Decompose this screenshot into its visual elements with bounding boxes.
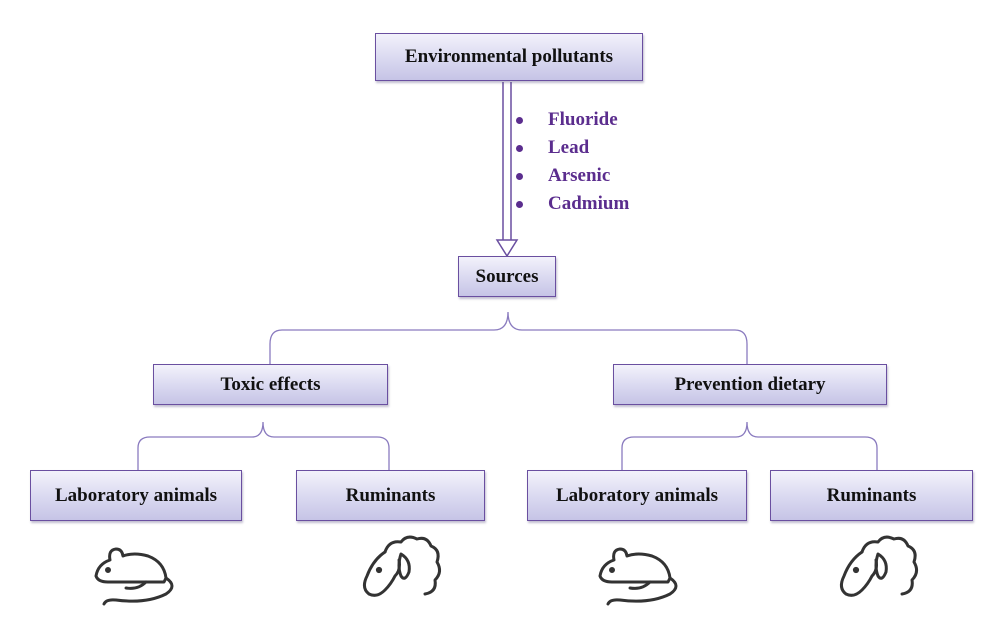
node-ruminants-toxic: Ruminants [296, 470, 485, 521]
pollutant-list: Fluoride Lead Arsenic Cadmium [512, 106, 629, 218]
node-sources: Sources [458, 256, 556, 297]
pollutant-item: Lead [512, 134, 629, 162]
down-arrow [495, 82, 519, 258]
pollutant-item: Cadmium [512, 190, 629, 218]
sheep-icon [362, 535, 442, 597]
pollutant-item: Arsenic [512, 162, 629, 190]
node-laboratory-animals-toxic: Laboratory animals [30, 470, 242, 521]
node-environmental-pollutants: Environmental pollutants [375, 33, 643, 81]
node-toxic-effects: Toxic effects [153, 364, 388, 405]
sheep-icon [839, 535, 919, 597]
bracket-prevention [621, 421, 878, 470]
node-prevention-dietary: Prevention dietary [613, 364, 887, 405]
pollutant-item: Fluoride [512, 106, 629, 134]
node-laboratory-animals-prevention: Laboratory animals [527, 470, 747, 521]
bracket-sources [269, 311, 748, 364]
node-ruminants-prevention: Ruminants [770, 470, 973, 521]
mouse-icon [94, 547, 174, 606]
mouse-icon [598, 547, 678, 606]
bracket-toxic [137, 421, 390, 470]
